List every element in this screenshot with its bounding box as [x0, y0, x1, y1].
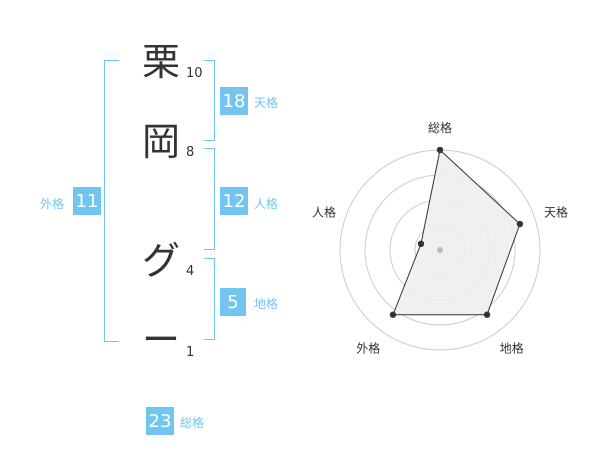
- gaikaku-label: 外格: [40, 197, 65, 211]
- radar-point-2: [483, 311, 491, 318]
- stroke-count-4: 1: [186, 345, 195, 360]
- radar-center: [437, 247, 443, 253]
- gaikaku-value: 11: [73, 187, 101, 215]
- chikaku-label: 地格: [254, 297, 279, 311]
- radar-polygon: [392, 149, 521, 316]
- radar-points: [389, 146, 524, 318]
- radar-axis-label-4: 人格: [312, 204, 336, 219]
- tenkaku-value: 18: [220, 87, 248, 115]
- chikaku-bracket: [204, 258, 215, 340]
- radar-point-0: [436, 146, 444, 154]
- radar-point-1: [516, 220, 524, 228]
- radar-axis-label-0: 総格: [428, 120, 452, 135]
- stroke-count-2: 8: [186, 145, 195, 160]
- jinkaku-value: 12: [220, 187, 248, 215]
- stroke-count-1: 10: [186, 66, 203, 81]
- jinkaku-bracket: [204, 148, 215, 250]
- radar-axis-label-3: 外格: [356, 341, 380, 356]
- jinkaku-label: 人格: [254, 197, 279, 211]
- name-char-4: ー: [141, 318, 180, 362]
- name-char-1: 栗: [141, 40, 180, 84]
- name-char-3: グ: [141, 239, 180, 283]
- gaikaku-bracket: [104, 60, 119, 342]
- radar-axis-label-1: 天格: [544, 204, 568, 219]
- radar-axis-label-2: 地格: [500, 341, 524, 356]
- stroke-count-3: 4: [186, 264, 195, 279]
- chikaku-value: 5: [220, 288, 246, 316]
- soukaku-value: 23: [146, 407, 174, 435]
- radar-point-4: [417, 240, 425, 248]
- tenkaku-bracket: [204, 60, 215, 141]
- name-char-2: 岡: [141, 120, 180, 164]
- tenkaku-label: 天格: [254, 96, 279, 110]
- radar-point-3: [389, 311, 397, 318]
- soukaku-label: 総格: [180, 416, 205, 430]
